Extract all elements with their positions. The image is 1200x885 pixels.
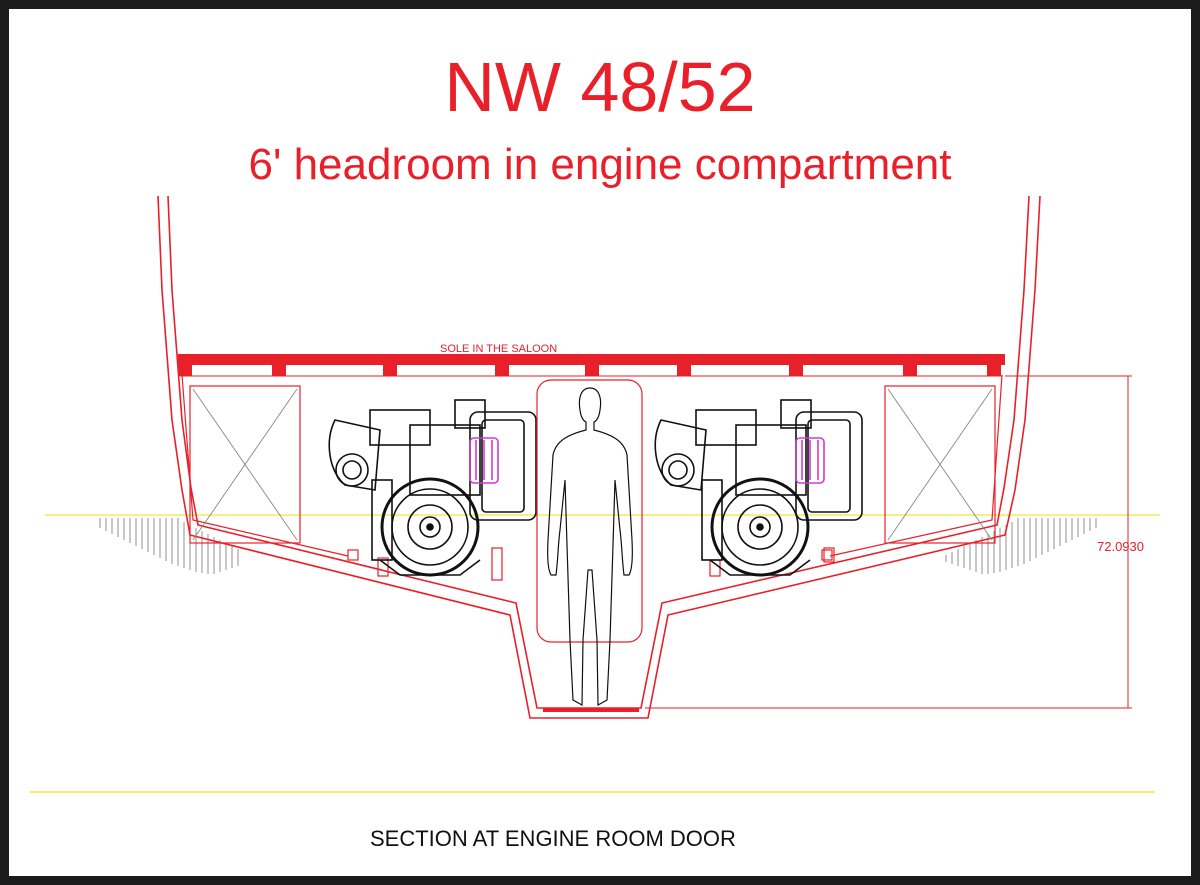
engine-mounts [347,547,835,581]
page-subtitle: 6' headroom in engine compartment [248,140,952,189]
hull-outer [157,195,1041,719]
section-caption: SECTION AT ENGINE ROOM DOOR [370,826,736,851]
human-figure [547,387,633,707]
tank-left [189,385,301,544]
engine-right-accent [795,437,825,484]
saloon-sole [178,354,1005,365]
tank-left-cross [192,388,298,541]
water-hatch-right [945,518,1097,574]
page-title: NW 48/52 [444,48,756,126]
sole-stringers [178,362,1001,376]
headroom-dimension [645,375,1132,709]
tank-right-cross [887,388,993,541]
tank-right [884,385,996,544]
engine-room-door [536,379,643,643]
engine-left [328,399,537,577]
sole-label: SOLE IN THE SALOON [440,343,557,355]
water-hatch-left [99,518,239,574]
bilge-floor [543,708,639,712]
engine-right [654,399,863,577]
engine-left-accent [469,437,499,484]
dimension-label: 72.0930 [1097,539,1144,554]
hull-inner [167,195,1030,709]
hull-liner [181,374,1003,557]
